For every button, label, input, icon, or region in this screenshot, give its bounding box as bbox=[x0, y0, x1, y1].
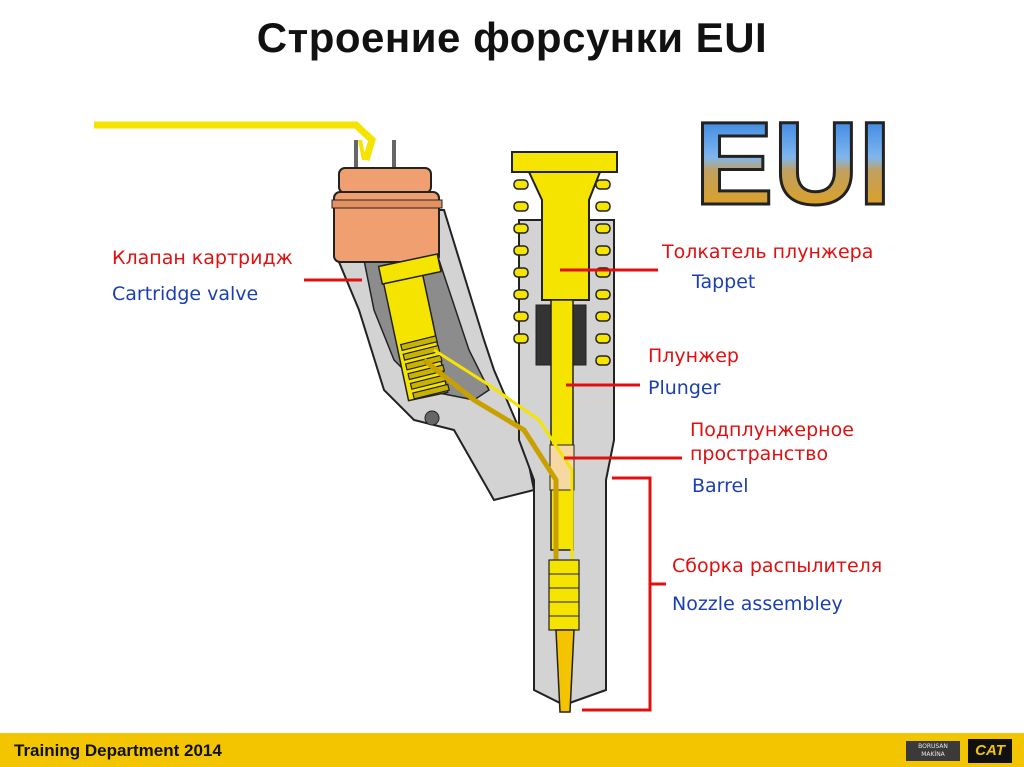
leader-bracket-nozzle bbox=[582, 476, 652, 712]
footer-text: Training Department 2014 bbox=[14, 741, 222, 760]
fuel-passage bbox=[433, 348, 574, 570]
label-tappet-en: Tappet bbox=[692, 271, 756, 293]
label-nozzle-en: Nozzle assembley bbox=[672, 593, 843, 615]
eui-logo-text: EUI bbox=[695, 108, 892, 218]
label-cartridge-valve-ru: Клапан картридж bbox=[112, 247, 293, 269]
borusan-logo-line1: BORUSAN bbox=[918, 743, 948, 750]
solenoid-body bbox=[333, 191, 440, 263]
wire-branch bbox=[358, 139, 366, 161]
tappet-spring-right bbox=[595, 179, 611, 366]
label-plunger-en: Plunger bbox=[648, 377, 721, 399]
tappet-spring-left bbox=[513, 179, 529, 344]
cat-logo: CAT bbox=[968, 739, 1012, 763]
tappet-head bbox=[511, 151, 618, 173]
spool-spring bbox=[400, 335, 450, 400]
solenoid-ring bbox=[331, 199, 443, 209]
solenoid-cap bbox=[338, 167, 432, 194]
eui-logo: EUI bbox=[693, 108, 893, 218]
borusan-logo-line2: MAKİNA bbox=[921, 751, 945, 758]
label-barrel-ru-line2: пространство bbox=[690, 443, 829, 465]
label-barrel-ru-line1: Подплунжерное bbox=[690, 419, 854, 441]
fuel-passage bbox=[422, 358, 559, 570]
label-tappet-ru: Толкатель плунжера bbox=[662, 241, 874, 263]
nozzle-spring bbox=[548, 559, 580, 631]
injector-cutaway-drawing bbox=[94, 121, 682, 713]
tappet-stem bbox=[527, 171, 602, 301]
borusan-makina-logo: BORUSAN MAKİNA bbox=[906, 741, 960, 761]
label-nozzle-ru: Сборка распылителя bbox=[672, 555, 883, 577]
label-cartridge-valve-en: Cartridge valve bbox=[112, 283, 259, 305]
footer-bar: Training Department 2014 BORUSAN MAKİNA … bbox=[0, 733, 1024, 767]
cartridge-armature bbox=[377, 253, 442, 285]
electrical-wire bbox=[94, 121, 376, 162]
injector-diagram: EUI Клапан картридж Cartridge valve Толк… bbox=[94, 100, 924, 720]
bolt-head bbox=[424, 410, 440, 426]
label-barrel-en: Barrel bbox=[692, 475, 749, 497]
slide-title: Строение форсунки EUI bbox=[256, 14, 768, 61]
nozzle-tip bbox=[555, 629, 575, 713]
label-plunger-ru: Плунжер bbox=[648, 345, 739, 367]
